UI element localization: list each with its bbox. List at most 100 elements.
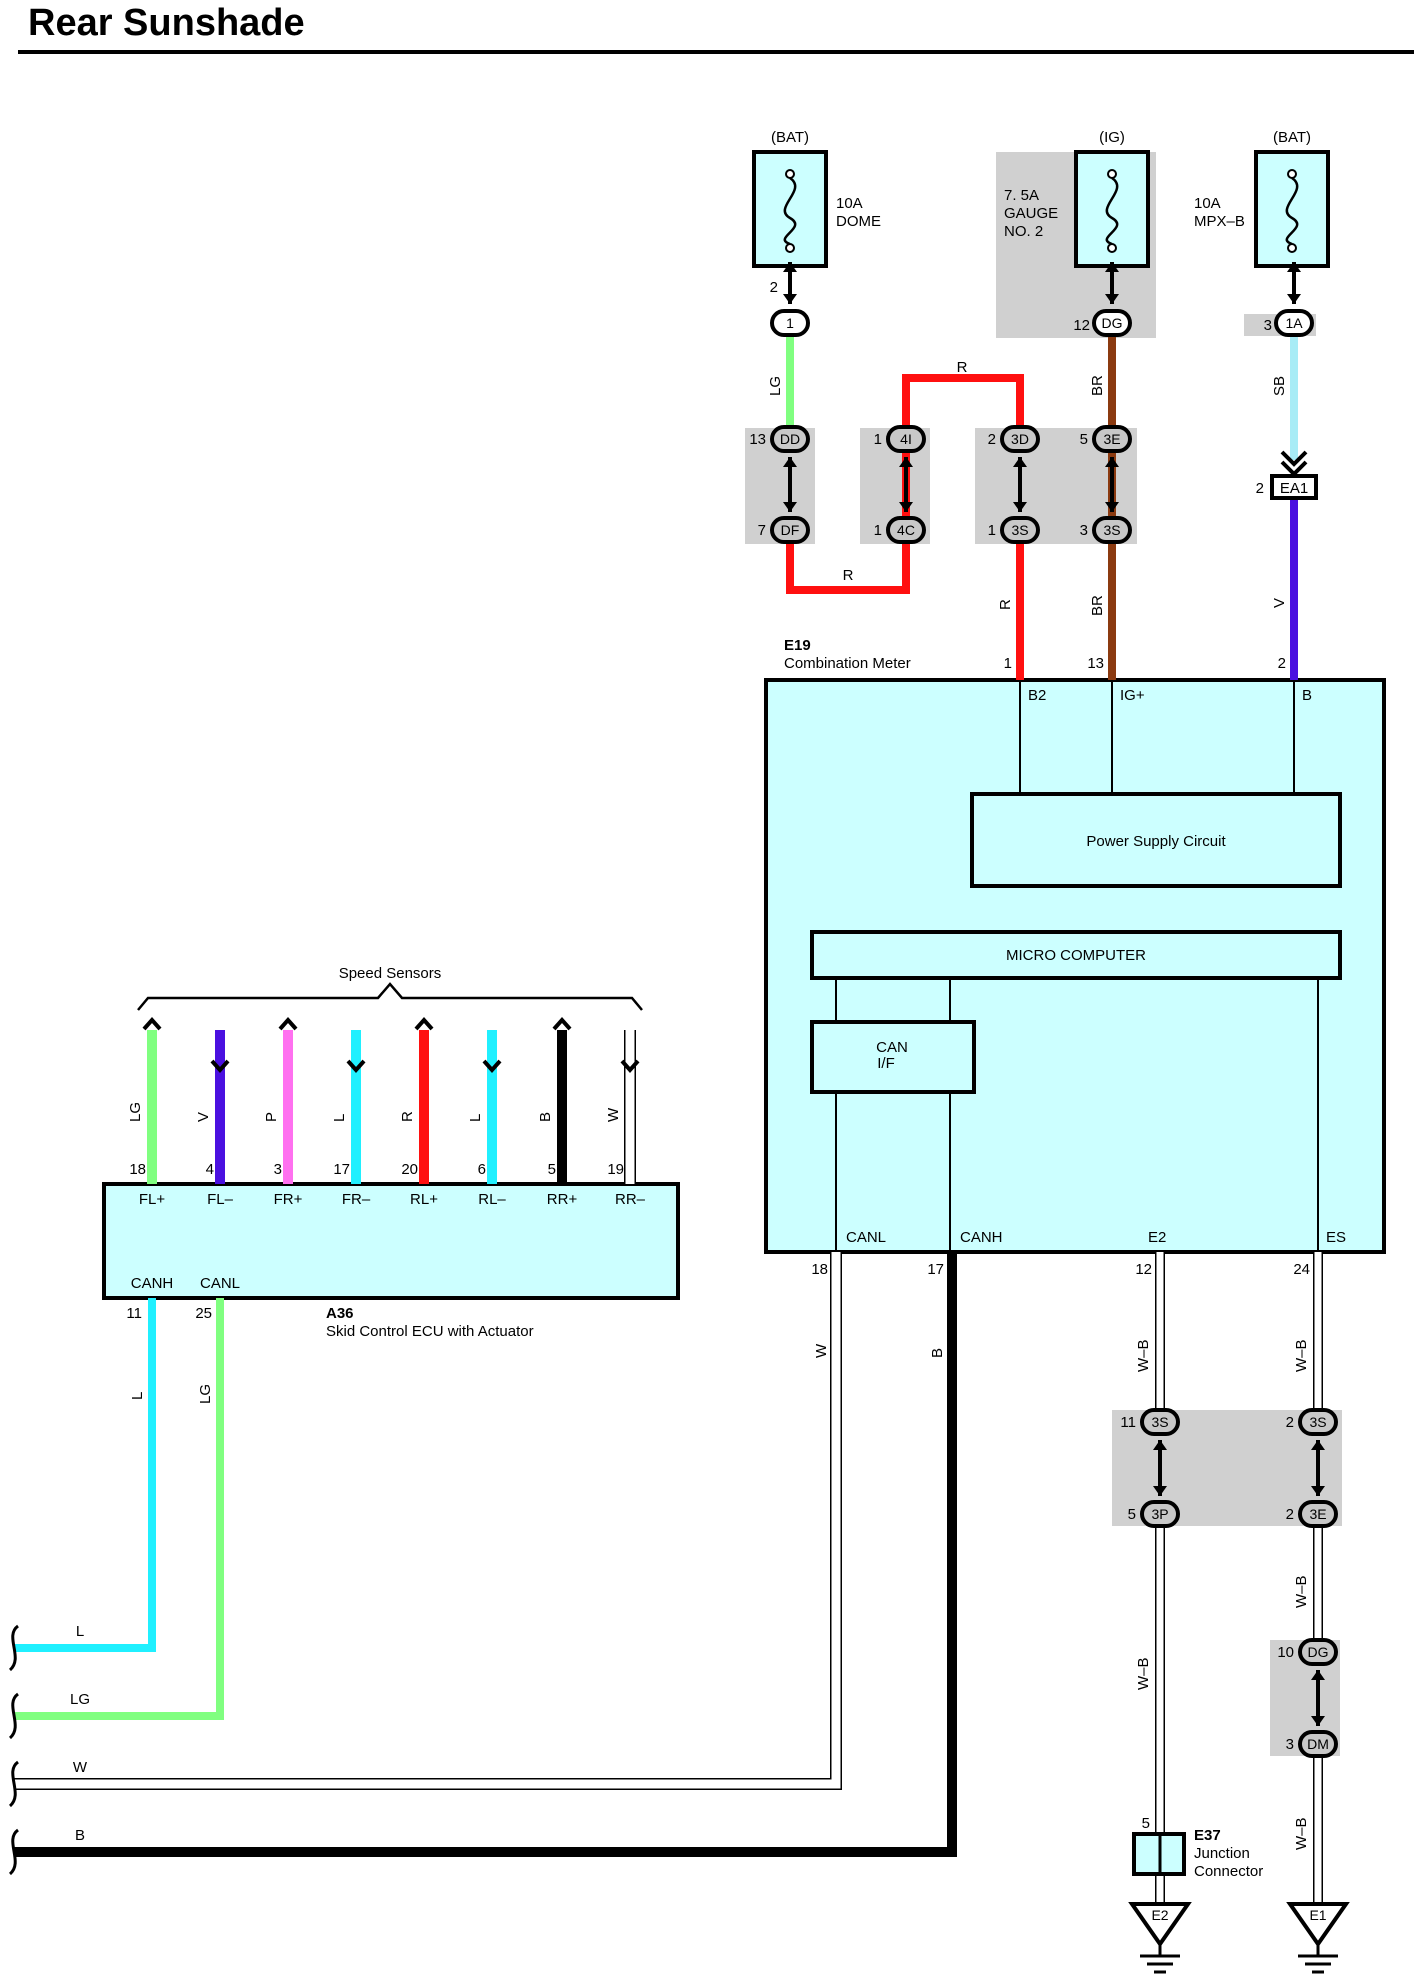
fuse-1-terminal-bottom	[785, 243, 795, 253]
splice-6-top-pin: 2	[1286, 1414, 1294, 1431]
speed-sensor-term-5: RL+	[410, 1191, 438, 1208]
e37-name-2: Connector	[1194, 1863, 1263, 1880]
wire-label-wb5: W–B	[1293, 1817, 1310, 1850]
splice-7-top	[1298, 1638, 1338, 1666]
wire-break-2-icon	[8, 1692, 20, 1740]
fuse-2-terminal-bottom	[1107, 243, 1117, 253]
ground-e2-icon	[1128, 1902, 1192, 1948]
fuse-1-terminal-top	[785, 169, 795, 179]
splice-2-arrow-down	[899, 502, 913, 512]
fuse-1-name: DOME	[836, 213, 881, 230]
wire-break-4-icon	[8, 1828, 20, 1876]
speed-sensor-arrow-2-icon	[210, 1059, 230, 1074]
wire-label-out-l: L	[76, 1623, 84, 1640]
splice-7-top-label: DG	[1308, 1644, 1329, 1660]
e19-bottom-term-1: CANL	[846, 1229, 886, 1246]
a36-bottom-term-1: CANH	[131, 1275, 174, 1292]
fuse-arrow-3-up	[1287, 262, 1301, 272]
splice-3-bottom-label: 3S	[1011, 522, 1028, 538]
e19-top-term-2: IG+	[1120, 687, 1145, 704]
splice-6-bottom	[1298, 1500, 1338, 1528]
splice-6-bottom-label: 3E	[1309, 1506, 1326, 1522]
fuse-2-jpin: 12	[1073, 317, 1090, 334]
jconn-gauge	[1092, 309, 1132, 337]
e19-bottom-pin-3: 12	[1135, 1261, 1152, 1278]
jconn-mpx	[1274, 309, 1314, 337]
splice-5-top-pin: 11	[1120, 1414, 1136, 1431]
speed-sensor-arrow-6-icon	[482, 1059, 502, 1074]
speed-sensor-color-7: B	[537, 1112, 554, 1122]
speed-sensor-color-8: W	[605, 1107, 622, 1122]
wire-label-br-low: BR	[1089, 595, 1106, 616]
speed-sensor-color-4: L	[331, 1114, 348, 1122]
fuse-arrow-3-down	[1287, 294, 1301, 304]
splice-3-bottom	[1000, 516, 1040, 544]
splice-5-bottom-pin: 5	[1128, 1506, 1136, 1523]
splice-3-top-label: 3D	[1011, 431, 1029, 447]
speed-sensor-pin-1: 18	[129, 1161, 146, 1178]
speed-sensor-arrow-3-icon	[278, 1016, 298, 1031]
speed-sensor-pin-2: 4	[206, 1161, 214, 1178]
e19-bottom-pin-2: 17	[927, 1261, 944, 1278]
fuse-1-pin: 2	[770, 279, 778, 296]
splice-6-arrow-down	[1311, 1486, 1325, 1496]
splice-4-top-label: 3E	[1103, 431, 1120, 447]
speed-sensor-term-1: FL+	[139, 1191, 166, 1208]
speed-sensor-arrow-5-icon	[414, 1016, 434, 1031]
speed-sensor-term-6: RL–	[478, 1191, 506, 1208]
splice-5-arrow-up	[1153, 1440, 1167, 1450]
wire-lg-canl	[14, 1298, 224, 1720]
splice-2-arrow-up	[899, 457, 913, 467]
fuse-2-name-2: NO. 2	[1004, 223, 1043, 240]
fuse-1-element-icon	[783, 176, 797, 246]
e19-top-pin-3: 2	[1278, 655, 1286, 672]
speed-sensor-color-5: R	[399, 1111, 416, 1122]
ea1-connector	[1270, 474, 1318, 500]
wire-w-canl	[14, 1252, 841, 1789]
speed-sensor-color-3: P	[263, 1112, 280, 1122]
splice-5-bottom	[1140, 1500, 1180, 1528]
wire-label-r-top: R	[957, 359, 968, 376]
ea1-arrow-1-icon	[1280, 450, 1308, 467]
splice-6-arrow-up	[1311, 1440, 1325, 1450]
speed-sensor-arrow-4-icon	[346, 1059, 366, 1074]
speed-sensor-term-3: FR+	[274, 1191, 303, 1208]
splice-5-arrow-down	[1153, 1486, 1167, 1496]
speed-sensor-arrow-8-icon	[620, 1059, 640, 1074]
e19-top-term-3: B	[1302, 687, 1312, 704]
fuse-arrow-1-up	[783, 262, 797, 272]
wire-label-b-ecu: B	[929, 1348, 946, 1358]
title-rule	[18, 50, 1414, 54]
speed-sensor-color-6: L	[467, 1114, 484, 1122]
wire-label-out-w: W	[73, 1759, 88, 1776]
power-supply-label: Power Supply Circuit	[1086, 833, 1226, 850]
splice-1-bottom-pin: 7	[758, 522, 766, 539]
speed-sensor-pin-5: 20	[401, 1161, 418, 1178]
wire-label-out-lg: LG	[70, 1691, 90, 1708]
e19-bottom-pin-4: 24	[1293, 1261, 1310, 1278]
fuse-2-element-icon	[1105, 176, 1119, 246]
wire-label-wb4: W–B	[1135, 1657, 1152, 1690]
speed-sensor-pin-7: 5	[548, 1161, 556, 1178]
ground-e1-icon	[1286, 1902, 1350, 1948]
splice-2-bottom	[886, 516, 926, 544]
micro-computer-box	[810, 930, 1342, 980]
splice-3-top	[1000, 425, 1040, 453]
speed-sensor-pin-6: 6	[478, 1161, 486, 1178]
e37-code: E37	[1194, 1827, 1221, 1844]
can-if-label-2: I/F	[877, 1055, 895, 1072]
splice-7-top-pin: 10	[1277, 1644, 1294, 1661]
splice-2-bottom-pin: 1	[874, 522, 882, 539]
wire-b-canh	[14, 1252, 957, 1857]
can-if-box	[810, 1020, 976, 1094]
fuse-3-rating: 10A	[1194, 195, 1221, 212]
splice-5-top-label: 3S	[1151, 1414, 1168, 1430]
a36-skid-control-ecu	[102, 1182, 680, 1300]
speed-sensors-brace	[137, 982, 643, 1011]
splice-5-top	[1140, 1408, 1180, 1436]
wire-label-r-mid: R	[843, 567, 854, 584]
ground-e2-label: E2	[1151, 1907, 1168, 1923]
fuse-arrow-2-down	[1105, 294, 1119, 304]
speed-sensor-arrow-7-icon	[552, 1016, 572, 1031]
splice-5-bottom-label: 3P	[1151, 1506, 1168, 1522]
